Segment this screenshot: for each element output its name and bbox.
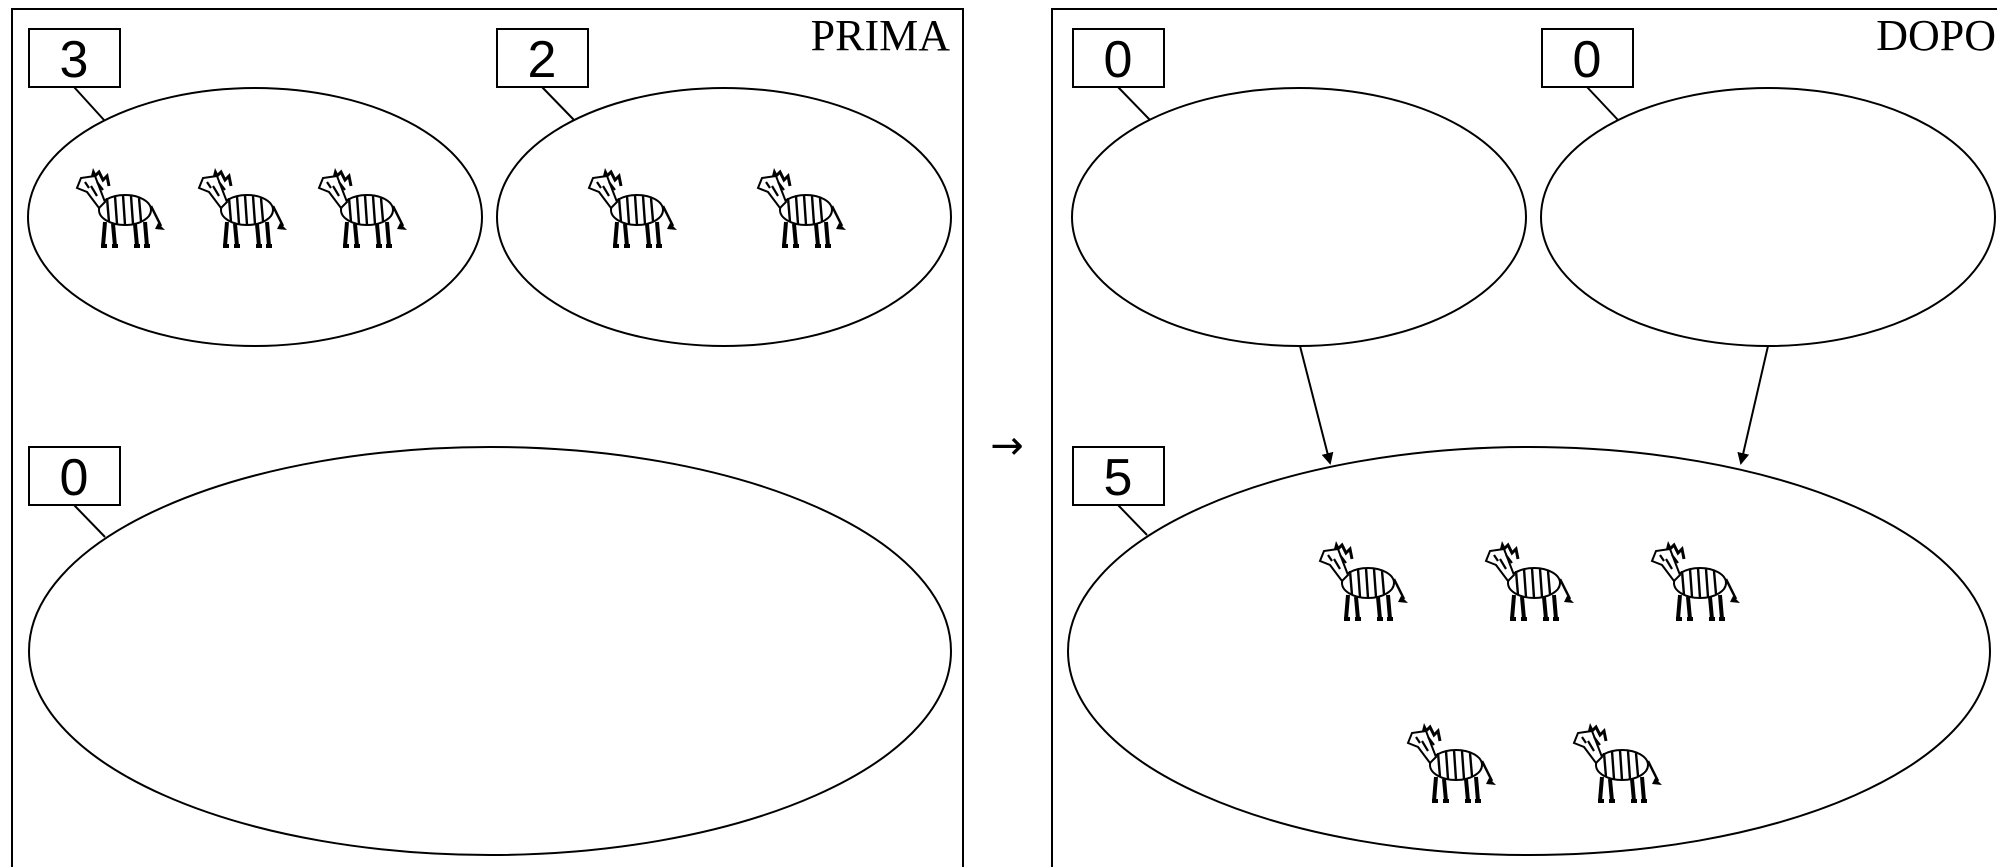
set-before-bottom: 0	[28, 446, 952, 856]
count-label: 2	[528, 31, 557, 89]
zebra-icon	[197, 166, 289, 248]
zebra-icon	[1406, 721, 1498, 803]
count-box	[28, 446, 121, 506]
count-box	[28, 28, 121, 88]
count-box	[1072, 446, 1165, 506]
set-after-top-left: 0	[1071, 28, 1527, 347]
count-connector	[73, 504, 106, 538]
set-after-bottom: 5	[1067, 446, 1991, 856]
set-ellipse	[1540, 87, 1996, 347]
zebra-icon	[75, 166, 167, 248]
set-ellipse	[1071, 87, 1527, 347]
count-label: 0	[1573, 31, 1602, 89]
zebra-icon	[317, 166, 409, 248]
set-ellipse	[28, 446, 952, 856]
move-arrow-left	[1299, 345, 1334, 465]
panel-after: DOPO 0 0 5	[1051, 8, 1997, 867]
count-label: 0	[60, 449, 89, 507]
count-box	[1072, 28, 1165, 88]
zebra-icon	[756, 166, 848, 248]
count-connector	[1117, 86, 1151, 121]
count-connector	[73, 86, 105, 121]
set-ellipse	[27, 87, 483, 347]
panel-before-title: PRIMA	[811, 11, 951, 60]
panel-after-frame	[1051, 8, 1997, 867]
count-connector	[1117, 504, 1148, 536]
transition-arrow: →	[990, 423, 1024, 469]
set-after-top-right: 0	[1540, 28, 1996, 347]
zebra-icon	[1484, 539, 1576, 621]
set-ellipse	[496, 87, 952, 347]
zebra-icon	[1650, 539, 1742, 621]
count-connector	[1586, 86, 1619, 121]
set-ellipse	[1067, 446, 1991, 856]
set-before-top-right: 2	[496, 28, 952, 347]
zebra-icon	[1572, 721, 1664, 803]
count-box	[1541, 28, 1634, 88]
count-box	[496, 28, 589, 88]
count-label: 0	[1104, 31, 1133, 89]
panel-after-title: DOPO	[1876, 11, 1996, 60]
panel-before-frame	[11, 8, 964, 867]
count-label: 5	[1104, 449, 1133, 507]
panel-before: PRIMA 3 2 0	[11, 8, 964, 867]
move-arrow-right	[1737, 345, 1769, 465]
set-before-top-left: 3	[27, 28, 483, 347]
zebra-icon	[587, 166, 679, 248]
count-connector	[541, 86, 575, 121]
count-label: 3	[60, 31, 89, 89]
zebra-icon	[1318, 539, 1410, 621]
